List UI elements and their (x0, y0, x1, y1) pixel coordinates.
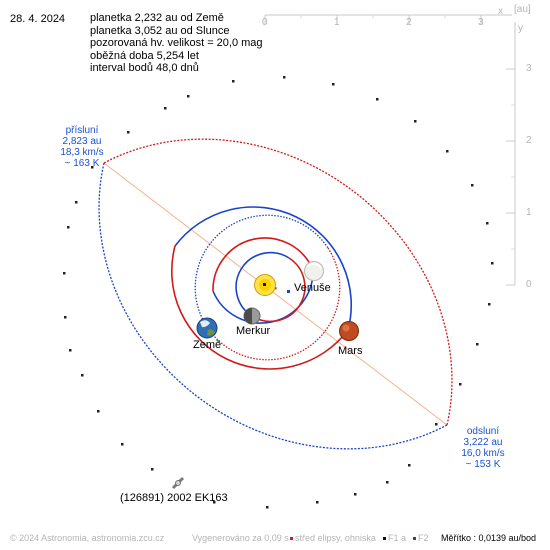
generation-time: Vygenerováno za 0,09 s (192, 533, 289, 543)
center-foci-legend: střed elipsy, ohniska (287, 533, 376, 543)
perihelion-distance: 2,823 au (62, 136, 102, 147)
focus-2-legend: F2 (410, 533, 429, 543)
f1-text: F1 a (388, 533, 407, 543)
perihelion-info: přísluní 2,823 au 18,3 km/s ~ 163 K (44, 125, 120, 169)
perihelion-temperature: ~ 163 K (64, 158, 100, 169)
point-interval: interval bodů 48,0 dnů (90, 62, 199, 75)
mars (339, 321, 359, 341)
f1-marker (383, 536, 386, 540)
sun (254, 274, 276, 296)
apsis-line (103, 162, 448, 426)
earth-label: Země (193, 339, 222, 351)
mercury-label: Merkur (236, 325, 271, 337)
aphelion-info: odsluní 3,222 au 16,0 km/s ~ 153 K (445, 426, 521, 470)
asteroid-info: planetka 2,232 au od Země planetka 3,052… (90, 12, 263, 75)
unit-label: [au] (514, 4, 531, 15)
center-legend-marker (290, 536, 293, 540)
mars-orbit (170, 206, 353, 370)
date-label: 28. 4. 2024 (10, 13, 66, 25)
y-tick-1: 1 (526, 207, 532, 218)
venus (304, 261, 324, 281)
earth-distance: planetka 2,232 au od Země (90, 12, 224, 24)
scale-label: Měřítko : 0,0139 au/bod (441, 533, 537, 543)
y-tick-0: 0 (526, 279, 532, 290)
venus-label: Venuše (294, 282, 331, 294)
earth (196, 317, 218, 339)
center-legend-text: střed elipsy, ohniska (295, 533, 376, 543)
perihelion-title: přísluní (65, 125, 99, 136)
copyright: © 2024 Astronomia, astronomia.zcu.cz (10, 533, 165, 543)
aphelion-distance: 3,222 au (463, 437, 503, 448)
earth-orbit (194, 214, 341, 361)
asteroid-marker (171, 476, 185, 490)
f2-marker (413, 536, 416, 540)
asteroid-label: (126891) 2002 EK163 (120, 492, 228, 504)
aphelion-title: odsluní (466, 426, 500, 437)
focus-1-legend: F1 a (380, 533, 406, 543)
x-axis (264, 14, 512, 24)
aphelion-speed: 16,0 km/s (461, 448, 505, 459)
x-tick-1: 1 (334, 17, 340, 28)
x-tick-0: 0 (262, 17, 268, 28)
f2-text: F2 (418, 533, 429, 543)
mercury (243, 307, 261, 325)
y-axis-label: y (518, 23, 523, 34)
mercury-orbit (235, 251, 306, 323)
x-tick-2: 2 (406, 17, 412, 28)
orbital-period: oběžná doba 5,254 let (90, 49, 199, 62)
axis-minor-ticks (300, 15, 515, 250)
x-axis-label: x (498, 6, 503, 17)
y-tick-3: 3 (526, 63, 532, 74)
sun-distance: planetka 3,052 au od Slunce (90, 24, 230, 37)
y-axis (506, 22, 516, 286)
y-tick-2: 2 (526, 135, 532, 146)
mars-label: Mars (338, 345, 363, 357)
asteroid-interval-markers (63, 76, 494, 509)
asteroid-orbit (98, 138, 453, 450)
x-tick-3: 3 (478, 17, 484, 28)
aphelion-temperature: ~ 153 K (465, 459, 501, 470)
magnitude: pozorovaná hv. velikost = 20,0 mag (90, 37, 263, 50)
perihelion-speed: 18,3 km/s (60, 147, 104, 158)
